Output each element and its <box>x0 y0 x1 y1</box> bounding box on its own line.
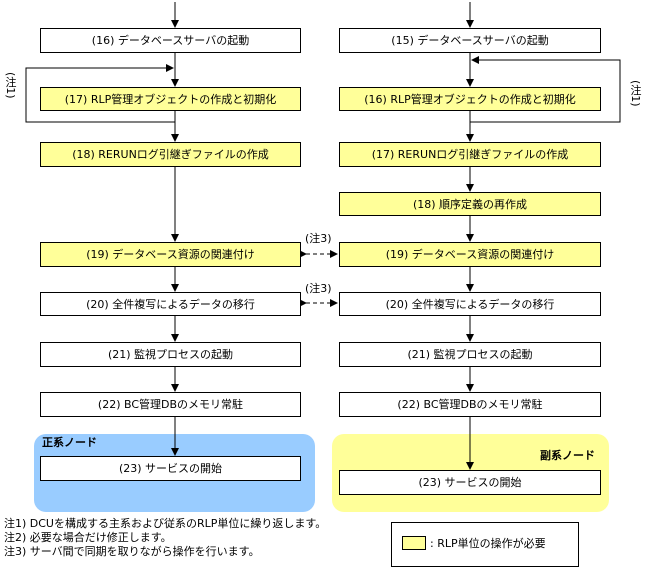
secondary-step-22: (22) BC管理DBのメモリ常駐 <box>339 392 601 417</box>
primary-step-20: (20) 全件複写によるデータの移行 <box>40 292 301 316</box>
primary-step-18: (18) RERUNログ引継ぎファイルの作成 <box>40 142 301 167</box>
primary-step-23: (23) サービスの開始 <box>40 456 301 481</box>
secondary-step-23: (23) サービスの開始 <box>339 470 601 495</box>
legend-swatch <box>402 536 426 550</box>
legend: : RLP単位の操作が必要 <box>391 522 579 567</box>
legend-text: : RLP単位の操作が必要 <box>430 537 546 550</box>
secondary-step-20: (20) 全件複写によるデータの移行 <box>339 292 601 316</box>
footnote-2: 注2) 必要な場合だけ修正します。 <box>4 531 172 544</box>
footnote-3: 注3) サーバ間で同期を取りながら操作を行います。 <box>4 545 260 558</box>
primary-node-label: 正系ノード <box>42 436 97 449</box>
primary-loop <box>25 64 175 123</box>
secondary-loop <box>470 56 621 123</box>
primary-step-16: (16) データベースサーバの起動 <box>40 28 301 53</box>
secondary-step-21: (21) 監視プロセスの起動 <box>339 342 601 367</box>
secondary-step-17: (17) RERUNログ引継ぎファイルの作成 <box>339 142 601 167</box>
secondary-loop-note: (注1) <box>629 80 642 107</box>
primary-step-21: (21) 監視プロセスの起動 <box>40 342 301 367</box>
secondary-step-16: (16) RLP管理オブジェクトの作成と初期化 <box>339 87 601 111</box>
primary-step-22: (22) BC管理DBのメモリ常駐 <box>40 392 301 417</box>
secondary-step-18: (18) 順序定義の再作成 <box>339 192 601 216</box>
secondary-step-15: (15) データベースサーバの起動 <box>339 28 601 53</box>
primary-step-17: (17) RLP管理オブジェクトの作成と初期化 <box>40 87 301 111</box>
primary-step-19: (19) データベース資源の関連付け <box>40 242 301 267</box>
sync-note-19: (注3) <box>305 232 332 245</box>
sync-note-20: (注3) <box>305 282 332 295</box>
primary-loop-note: (注1) <box>4 72 17 99</box>
secondary-step-19: (19) データベース資源の関連付け <box>339 242 601 267</box>
secondary-node-label: 副系ノード <box>540 449 595 462</box>
footnote-1: 注1) DCUを構成する主系および従系のRLP単位に繰り返します。 <box>4 517 327 530</box>
